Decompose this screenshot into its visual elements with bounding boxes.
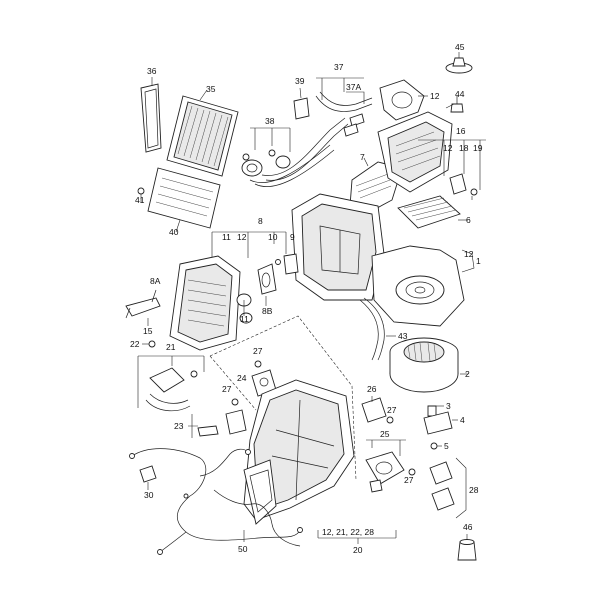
callout-20: 20 [353, 545, 363, 555]
callout-11-top: 11 [222, 232, 231, 242]
part-2-blower-motor [389, 337, 468, 393]
callout-27-b: 27 [222, 384, 232, 394]
part-36-seal-strip [140, 77, 162, 153]
part-40-core [147, 167, 221, 233]
callout-15: 15 [143, 326, 153, 336]
part-26-actuator [361, 396, 387, 423]
callout-23: 23 [174, 421, 184, 431]
lower-housing-outline [209, 315, 357, 481]
lower-main-housing [243, 379, 355, 525]
main-housing [291, 193, 465, 327]
part-15-bracket [125, 289, 161, 326]
part-38-pipes [241, 117, 349, 187]
callout-28: 28 [469, 485, 479, 495]
callout-labels: 36 35 37 39 37A 12 45 44 38 16 12 18 19 … [130, 42, 483, 555]
callout-44: 44 [455, 89, 465, 99]
callout-19: 19 [473, 143, 483, 153]
callout-21: 21 [166, 342, 176, 352]
part-41-screw [137, 187, 145, 203]
callout-26: 26 [367, 384, 377, 394]
callout-45: 45 [455, 42, 465, 52]
part-20-bracket [317, 530, 397, 544]
part-16-upper-housing [377, 111, 453, 193]
callout-3: 3 [446, 401, 451, 411]
callout-37: 37 [334, 62, 344, 72]
callout-10: 10 [268, 232, 278, 242]
part-28-actuators [429, 457, 467, 519]
callout-5: 5 [444, 441, 449, 451]
callout-12-top: 12 [430, 91, 440, 101]
callout-8B: 8B [262, 306, 273, 316]
callout-50: 50 [238, 544, 248, 554]
callout-24: 24 [237, 373, 247, 383]
part-50-wiring-harness [129, 448, 303, 555]
callout-41: 41 [135, 195, 145, 205]
part-3-4-5 [423, 405, 458, 450]
callout-1: 1 [476, 256, 481, 266]
part-18-19-small [418, 139, 486, 200]
callout-27-a: 27 [253, 346, 263, 356]
callout-27-d: 27 [404, 475, 414, 485]
part-45-cap [445, 52, 473, 74]
callout-43: 43 [398, 331, 408, 341]
part-25-motor [365, 439, 406, 493]
callout-7: 7 [360, 152, 365, 162]
part-23-actuator [188, 409, 247, 438]
callout-4: 4 [460, 415, 465, 425]
callout-12-mid: 12 [237, 232, 247, 242]
callout-2: 2 [465, 369, 470, 379]
callout-46: 46 [463, 522, 473, 532]
callout-9: 9 [290, 232, 295, 242]
part-8-group [169, 231, 299, 351]
part-21-actuator [137, 355, 205, 412]
part-35-heater-core [166, 89, 239, 177]
callout-35: 35 [206, 84, 216, 94]
part-44-screw [445, 96, 464, 113]
callout-12-blower: 12 [464, 249, 474, 259]
part-37-hose [315, 77, 373, 137]
part-43-drain-hose [359, 297, 396, 361]
callout-11-bottom: 11 [240, 314, 249, 324]
callout-39: 39 [295, 76, 305, 86]
callout-22: 22 [130, 339, 140, 349]
callout-37A: 37A [346, 82, 361, 92]
part-30-clip [139, 465, 157, 490]
callout-8A: 8A [150, 276, 161, 286]
callout-16: 16 [456, 126, 466, 136]
callout-36: 36 [147, 66, 157, 76]
part-39-valve [293, 87, 310, 120]
callout-12-right: 12 [443, 143, 453, 153]
part-22-screw [142, 340, 156, 348]
callout-38: 38 [265, 116, 275, 126]
part-12-flange-plate [379, 79, 428, 121]
part-1-bracket [461, 249, 475, 273]
callout-8: 8 [258, 216, 263, 226]
callout-6: 6 [466, 215, 471, 225]
part-27-screws [231, 360, 416, 476]
part-46-cylinder [457, 534, 477, 561]
part-6-filter [397, 195, 468, 229]
callout-30: 30 [144, 490, 154, 500]
callout-18: 18 [459, 143, 469, 153]
callout-25: 25 [380, 429, 390, 439]
callout-40: 40 [169, 227, 179, 237]
callout-20-list: 12, 21, 22, 28 [322, 527, 374, 537]
callout-27-c: 27 [387, 405, 397, 415]
